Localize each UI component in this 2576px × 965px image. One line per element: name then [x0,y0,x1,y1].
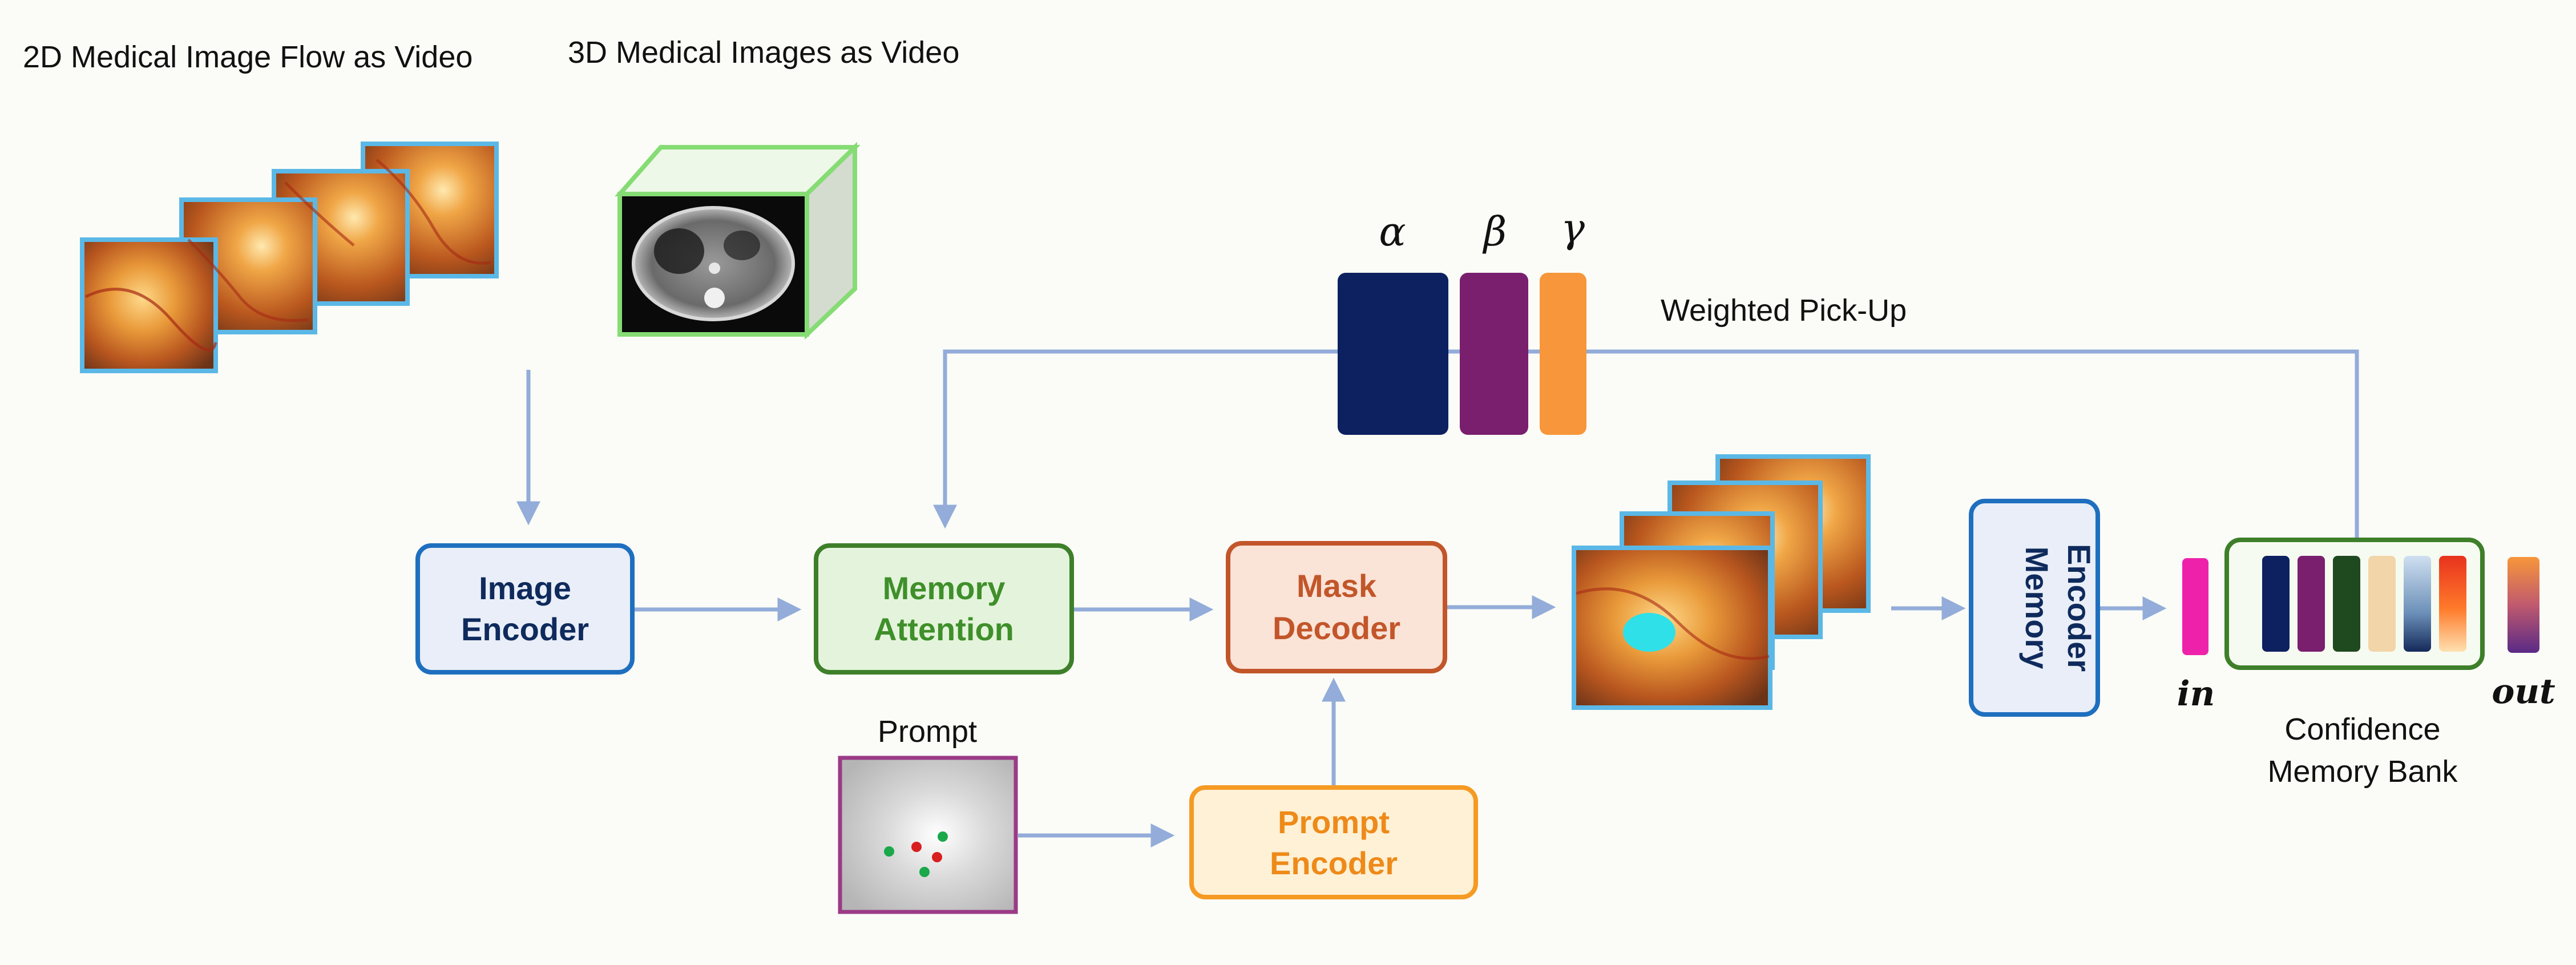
prompt-encoder-label-line2: Encoder [1270,845,1398,881]
image-encoder-label-line1: Image [479,570,571,606]
fundus-frame [80,237,218,373]
memory-out-label: out [2492,672,2555,712]
prompt-point-positive [938,831,948,842]
memory-in-label: in [2177,674,2215,714]
segmentation-mask [1623,613,1675,652]
caption-2d-video: 2D Medical Image Flow as Video [23,40,473,74]
memory-bank-label-line1: Confidence [2284,712,2440,746]
memory-attention-box: Memory Attention [814,543,1074,675]
image-encoder-label-line2: Encoder [461,611,589,647]
mask-decoder-label-line2: Decoder [1273,610,1400,646]
arrow-weighted-pickup-loop [933,349,2359,545]
alpha-label: α [1379,208,1406,255]
memory-slot [2298,556,2325,652]
memory-slot [2439,556,2466,652]
memory-slot [2368,556,2396,652]
memory-encoder-label-line1: Memory [2019,547,2055,669]
output-mask-frames [1572,454,1871,710]
beta-weight-bar [1460,273,1528,435]
mask-decoder-box: Mask Decoder [1226,541,1447,673]
memory-encoder-box: Memory Encoder [1969,499,2100,717]
prompt-point-negative [911,842,922,852]
memory-slot [2404,556,2431,652]
memory-attention-label-line2: Attention [874,611,1014,647]
confidence-memory-bank [2224,538,2485,670]
memory-encoder-label-line2: Encoder [2061,544,2097,672]
mask-decoder-label-line1: Mask [1297,568,1377,604]
prompt-point-negative [932,852,942,862]
prompt-encoder-label-line1: Prompt [1278,804,1390,840]
prompt-point-positive [919,867,930,877]
gamma-label: γ [1561,205,1585,252]
weighted-pickup-label: Weighted Pick-Up [1661,293,1907,328]
memory-slot [2333,556,2360,652]
memory-in-token [2182,558,2208,655]
image-encoder-box: Image Encoder [415,543,635,675]
prompt-caption: Prompt [878,714,977,749]
caption-3d-video: 3D Medical Images as Video [568,35,959,70]
memory-attention-label-line1: Memory [883,570,1006,606]
prompt-point-positive [884,846,894,857]
alpha-weight-bar [1338,273,1448,435]
memory-slot [2262,556,2290,652]
ct-volume-cube [615,142,861,340]
memory-out-token [2508,557,2539,653]
weight-bars: α β γ [1338,205,1586,435]
gamma-weight-bar [1540,273,1586,435]
prompt-encoder-box: Prompt Encoder [1189,785,1478,899]
beta-label: β [1482,208,1507,255]
prompt-image [838,756,1018,914]
fundus-frame-stack [80,142,499,373]
memory-bank-label-line2: Memory Bank [2267,754,2458,789]
